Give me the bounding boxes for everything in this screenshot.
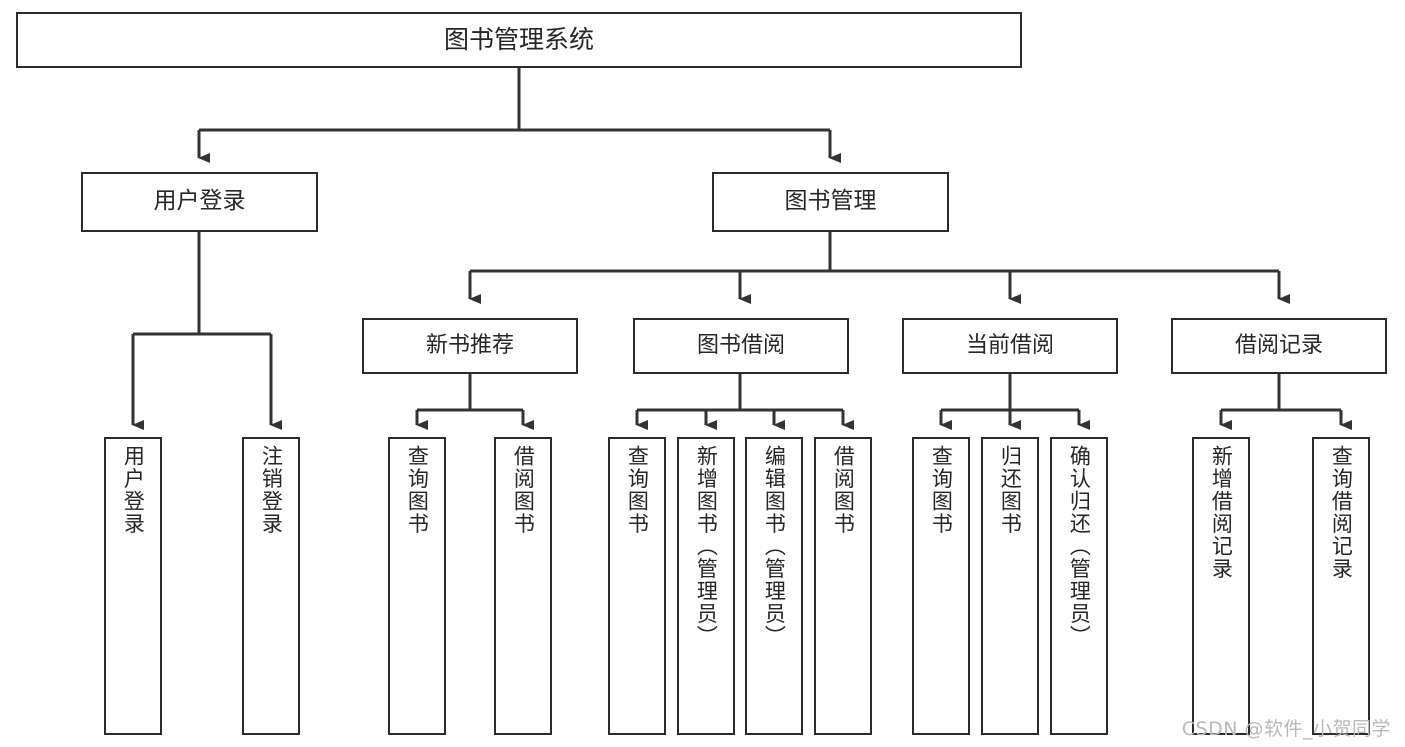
node-new-book-recommend[interactable]: 新书推荐 bbox=[362, 318, 578, 374]
leaf-add-borrow-record[interactable]: 新增借阅记录 bbox=[1192, 437, 1250, 735]
leaf-query-book-current[interactable]: 查询图书 bbox=[912, 437, 970, 735]
node-book-manage-label: 图书管理 bbox=[784, 188, 877, 215]
leaf-query-book-borrow[interactable]: 查询图书 bbox=[608, 437, 666, 735]
node-borrow-record-label: 借阅记录 bbox=[1234, 333, 1323, 359]
leaf-query-book-borrow-label: 查询图书 bbox=[625, 445, 650, 535]
node-user-login[interactable]: 用户登录 bbox=[81, 172, 318, 232]
leaf-query-borrow-record[interactable]: 查询借阅记录 bbox=[1312, 437, 1370, 735]
node-user-login-label: 用户登录 bbox=[153, 188, 246, 215]
node-current-borrow[interactable]: 当前借阅 bbox=[902, 318, 1118, 374]
leaf-user-logout[interactable]: 注销登录 bbox=[242, 437, 300, 735]
leaf-add-borrow-record-label: 新增借阅记录 bbox=[1209, 445, 1234, 580]
leaf-edit-book-label: 编辑图书（管理员） bbox=[762, 445, 787, 648]
leaf-user-login[interactable]: 用户登录 bbox=[104, 437, 162, 735]
leaf-user-login-label: 用户登录 bbox=[121, 445, 146, 535]
node-root-label: 图书管理系统 bbox=[443, 25, 594, 55]
leaf-add-book-label: 新增图书（管理员） bbox=[694, 445, 719, 648]
leaf-query-book-current-label: 查询图书 bbox=[929, 445, 954, 535]
leaf-return-book[interactable]: 归还图书 bbox=[981, 437, 1039, 735]
connector-root-to-level2 bbox=[197, 68, 841, 163]
leaf-add-book[interactable]: 新增图书（管理员） bbox=[677, 437, 735, 735]
leaf-return-book-label: 归还图书 bbox=[998, 445, 1023, 535]
connector-book-manage-to-level3 bbox=[468, 232, 1290, 304]
node-root-system[interactable]: 图书管理系统 bbox=[16, 12, 1022, 68]
node-new-book-recommend-label: 新书推荐 bbox=[425, 333, 514, 359]
leaf-borrow-book-borrow[interactable]: 借阅图书 bbox=[814, 437, 872, 735]
csdn-watermark: CSDN @软件_小贺同学 bbox=[1181, 718, 1391, 740]
connector-borrow-record-to-leaves bbox=[1219, 374, 1352, 430]
leaf-confirm-return-label: 确认归还（管理员） bbox=[1067, 445, 1092, 648]
leaf-query-book-recommend[interactable]: 查询图书 bbox=[388, 437, 446, 735]
node-book-manage[interactable]: 图书管理 bbox=[712, 172, 949, 232]
connector-book-borrow-to-leaves bbox=[635, 374, 854, 430]
connector-new-book-recommend-to-leaves bbox=[415, 374, 534, 430]
node-current-borrow-label: 当前借阅 bbox=[965, 333, 1054, 359]
leaf-query-borrow-record-label: 查询借阅记录 bbox=[1329, 445, 1354, 580]
leaf-confirm-return[interactable]: 确认归还（管理员） bbox=[1050, 437, 1108, 735]
connector-user-login-to-leaves bbox=[131, 232, 282, 430]
node-book-borrow[interactable]: 图书借阅 bbox=[633, 318, 849, 374]
node-book-borrow-label: 图书借阅 bbox=[696, 333, 785, 359]
leaf-borrow-book-recommend-label: 借阅图书 bbox=[511, 445, 536, 535]
node-borrow-record[interactable]: 借阅记录 bbox=[1171, 318, 1387, 374]
leaf-user-logout-label: 注销登录 bbox=[259, 445, 284, 535]
leaf-edit-book[interactable]: 编辑图书（管理员） bbox=[745, 437, 803, 735]
connector-current-borrow-to-leaves bbox=[939, 374, 1090, 430]
leaf-borrow-book-recommend[interactable]: 借阅图书 bbox=[494, 437, 552, 735]
leaf-query-book-recommend-label: 查询图书 bbox=[405, 445, 430, 535]
leaf-borrow-book-borrow-label: 借阅图书 bbox=[831, 445, 856, 535]
